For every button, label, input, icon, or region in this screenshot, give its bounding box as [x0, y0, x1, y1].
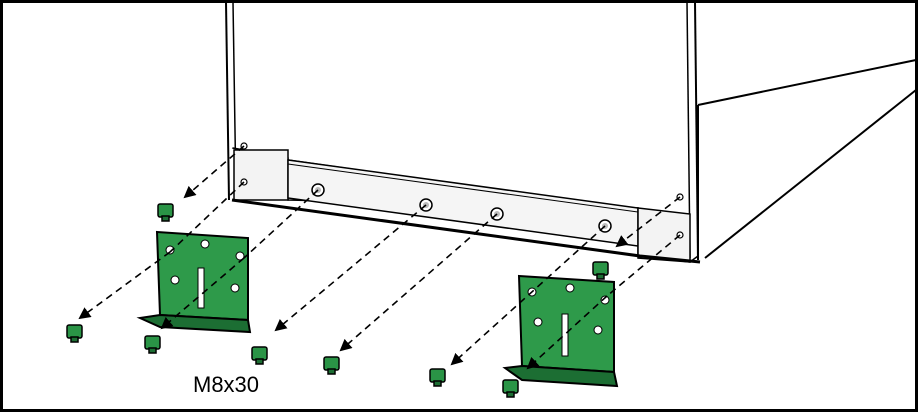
cabinet: [225, 1, 917, 264]
screw-4: [251, 346, 268, 365]
screw-size-label: M8x30: [193, 372, 259, 397]
mounting-bracket-right: [502, 274, 619, 388]
screw-2: [66, 324, 83, 343]
screw-6: [429, 368, 446, 387]
screw-3: [144, 335, 161, 354]
screw-7: [592, 261, 609, 280]
screws: [66, 203, 609, 398]
screw-5: [323, 356, 340, 375]
assembly-arrows: [78, 145, 681, 370]
screw-8: [502, 379, 519, 398]
screw-1: [157, 203, 174, 222]
